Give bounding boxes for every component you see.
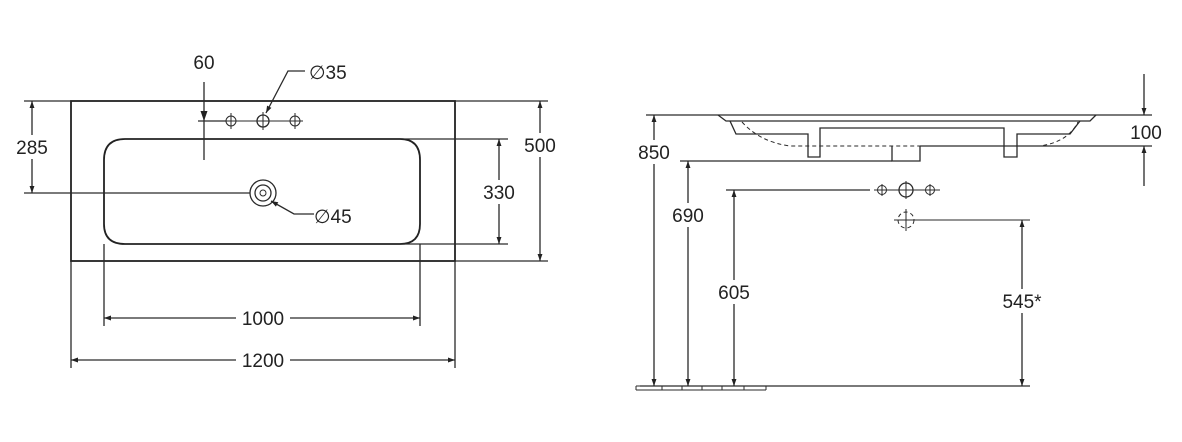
bowl-outline <box>103 138 421 245</box>
side-view: 850 690 605 545* 100 <box>632 74 1162 391</box>
basin-section <box>714 114 1098 162</box>
dim-tap-diameter: ∅35 <box>309 63 347 84</box>
dim-bottom-height: 690 <box>672 206 704 227</box>
top-view: 60 ∅35 ∅45 285 500 330 1000 <box>8 53 562 372</box>
dim-bowl-depth: 330 <box>483 183 515 204</box>
dim-waste-diameter: ∅45 <box>314 207 352 228</box>
dim-waste-height: 545* <box>1002 292 1042 313</box>
dim-depth: 500 <box>524 136 556 157</box>
floor-line <box>635 385 1030 391</box>
tap-hole-symbols <box>874 181 940 199</box>
dim-total-width: 1200 <box>242 351 284 372</box>
dim-tap-offset: 60 <box>193 53 214 74</box>
waste-symbol <box>894 209 1030 231</box>
dim-tap-height: 605 <box>718 283 750 304</box>
basin-outline <box>70 100 456 262</box>
dim-top-height: 850 <box>638 143 670 164</box>
dim-rim-height: 100 <box>1130 123 1162 144</box>
tap-holes <box>222 112 303 130</box>
dim-waste-offset: 285 <box>16 138 48 159</box>
dim-bowl-width: 1000 <box>242 309 284 330</box>
